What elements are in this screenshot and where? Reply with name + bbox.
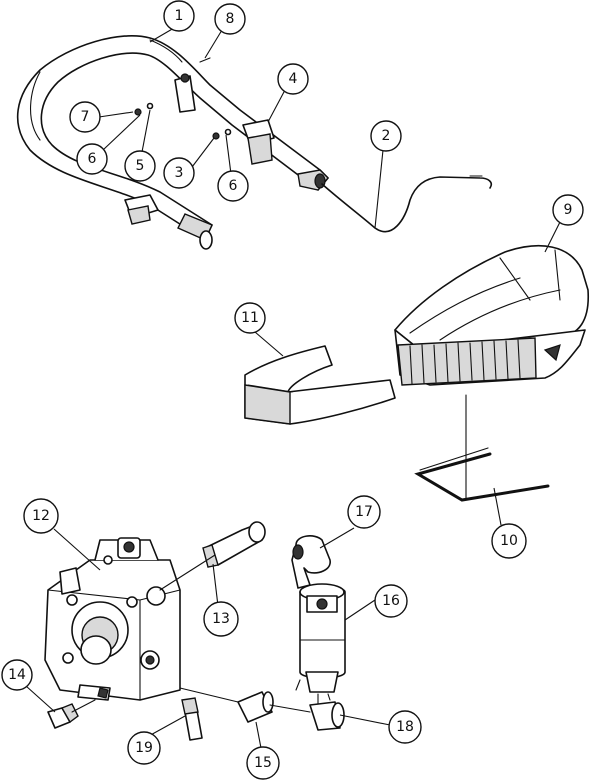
callout-4: 4 xyxy=(277,63,309,95)
callout-14: 14 xyxy=(1,659,33,691)
svg-text:19: 19 xyxy=(135,740,153,756)
svg-text:14: 14 xyxy=(8,667,26,683)
svg-text:18: 18 xyxy=(396,719,414,735)
svg-text:15: 15 xyxy=(254,755,272,771)
svg-text:6: 6 xyxy=(88,151,97,167)
callout-19: 19 xyxy=(127,731,161,765)
callout-17: 17 xyxy=(347,495,381,529)
svg-text:6: 6 xyxy=(229,178,238,194)
gasket-seal xyxy=(414,394,550,502)
callout-8: 8 xyxy=(214,3,246,35)
callout-10: 10 xyxy=(491,523,527,559)
svg-text:17: 17 xyxy=(355,504,373,520)
svg-text:2: 2 xyxy=(382,128,391,144)
svg-text:1: 1 xyxy=(175,8,184,24)
air-filter-cover xyxy=(394,245,590,386)
fitting-19 xyxy=(181,697,203,741)
filter-element xyxy=(244,345,396,425)
svg-text:12: 12 xyxy=(32,508,50,524)
fitting-14 xyxy=(47,699,96,729)
solenoid-valve xyxy=(295,583,346,706)
callout-3: 3 xyxy=(163,157,195,189)
svg-text:5: 5 xyxy=(136,158,145,174)
svg-text:8: 8 xyxy=(226,11,235,27)
svg-text:13: 13 xyxy=(212,611,230,627)
filter-grille xyxy=(397,337,537,386)
throttle-cable xyxy=(321,175,493,233)
callout-7: 7 xyxy=(69,101,101,133)
callout-9: 9 xyxy=(552,194,584,226)
elbow-fitting-17 xyxy=(291,535,331,589)
callout-leaders xyxy=(25,27,561,749)
callout-6a: 6 xyxy=(76,143,108,175)
callout-13: 13 xyxy=(203,601,239,637)
callout-18: 18 xyxy=(388,710,422,744)
svg-text:3: 3 xyxy=(175,165,184,181)
svg-text:10: 10 xyxy=(500,533,518,549)
callout-11: 11 xyxy=(234,302,266,334)
callout-16: 16 xyxy=(374,584,408,618)
fitting-13 xyxy=(202,521,266,568)
svg-text:16: 16 xyxy=(382,593,400,609)
callout-5: 5 xyxy=(124,150,156,182)
svg-text:7: 7 xyxy=(81,109,90,125)
handle-bar xyxy=(16,35,329,250)
svg-text:4: 4 xyxy=(289,71,298,87)
carburetor-body xyxy=(44,537,181,701)
callout-12: 12 xyxy=(23,498,59,534)
callout-6b: 6 xyxy=(217,170,249,202)
callout-1: 1 xyxy=(163,0,195,32)
callout-2: 2 xyxy=(370,120,402,152)
svg-text:9: 9 xyxy=(564,202,573,218)
elbow-fitting-18 xyxy=(269,701,345,731)
svg-text:11: 11 xyxy=(241,310,259,326)
callouts: 1 2 3 4 5 6 6 7 8 9 10 11 12 13 14 15 16… xyxy=(1,0,584,780)
callout-15: 15 xyxy=(246,746,280,780)
nut-15 xyxy=(179,687,274,723)
